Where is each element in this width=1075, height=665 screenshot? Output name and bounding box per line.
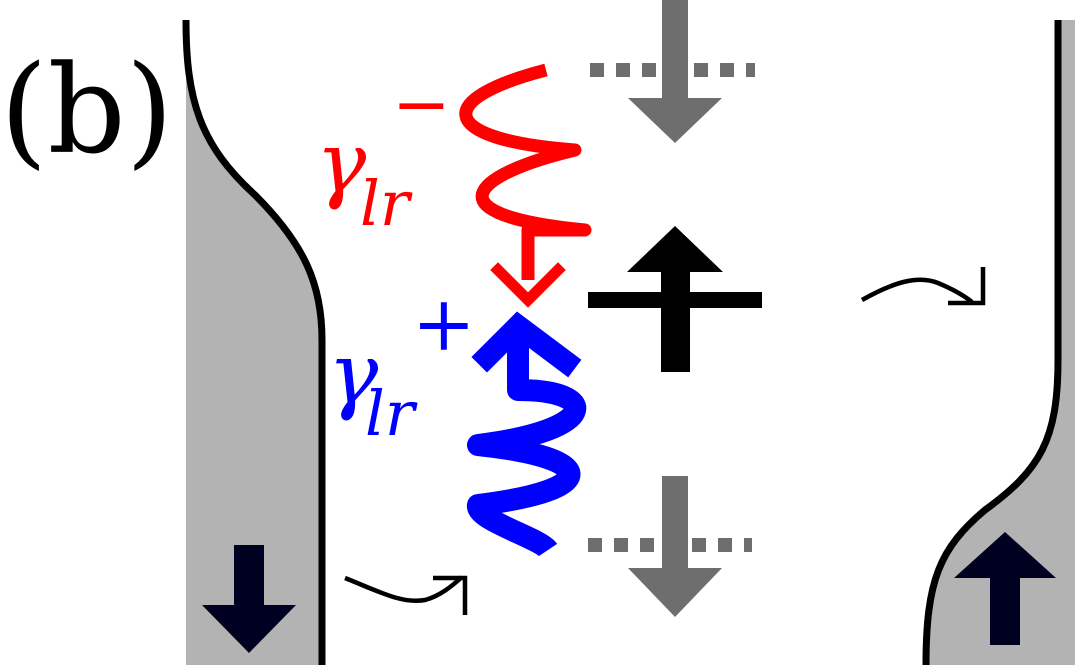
wavy-line [467,340,587,558]
right-lead-fill [926,20,1075,665]
arrow-down-icon [628,476,722,617]
upper-transition-wave [459,63,592,308]
gamma-minus-label: γ lr [316,114,413,240]
dot-spin-down-top [590,0,755,143]
left-lead-fill [186,20,322,665]
gamma-subscript: lr [360,167,413,240]
gamma-plus-superscript: + [412,279,476,368]
curved-arrow-icon [344,575,468,615]
gamma-symbol: γ [328,325,379,423]
arrow-up-icon [627,226,723,372]
gamma-subscript: lr [365,377,418,450]
curved-arrow-icon [860,267,986,306]
arrow-down-icon [202,545,296,653]
right-lead-boundary [922,20,1062,665]
arrowhead-down-icon [490,262,566,308]
gamma-minus-superscript: − [392,63,451,145]
left-lead-boundary [182,19,326,665]
gamma-plus-label: γ lr [328,325,418,450]
left-lead [182,19,468,665]
arrow-up-icon [954,532,1056,645]
dot-spin-up-level [588,226,762,372]
arrow-down-icon [628,0,722,143]
wavy-line [459,63,592,280]
dot-spin-down-bottom [588,476,752,617]
gamma-symbol: γ [316,114,367,212]
lower-transition-wave [467,311,587,558]
arrowhead-up-icon [471,311,582,378]
panel-label: (b) [0,39,173,181]
right-lead [860,20,1075,665]
